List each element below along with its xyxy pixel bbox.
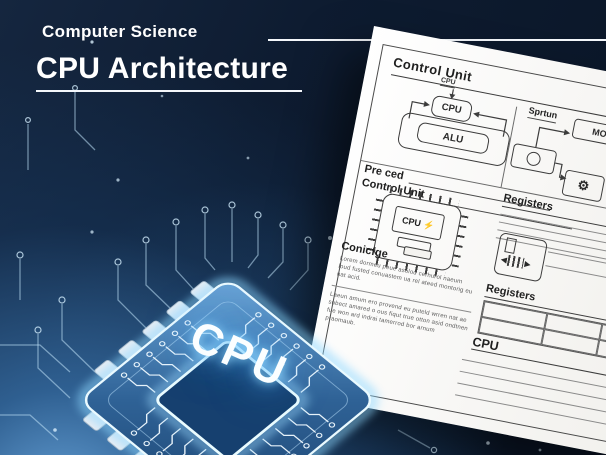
bus-arrow-right-icon: ▶	[523, 258, 532, 269]
kicker-text: Computer Science	[42, 22, 198, 41]
diagram-connectors	[408, 89, 571, 181]
bus-bars-icon	[506, 254, 525, 269]
bus-icon: ◀ ▶	[500, 254, 539, 272]
bus-icon-box: ◀ ▶	[493, 232, 549, 283]
page-title: CPU Architecture	[36, 52, 289, 85]
bus-cell-icon	[504, 237, 517, 254]
worksheet-paper: Control Unit CPU CPU ALU Sprtun MOLUN ⚙ …	[302, 26, 606, 455]
title-underline	[36, 90, 302, 92]
